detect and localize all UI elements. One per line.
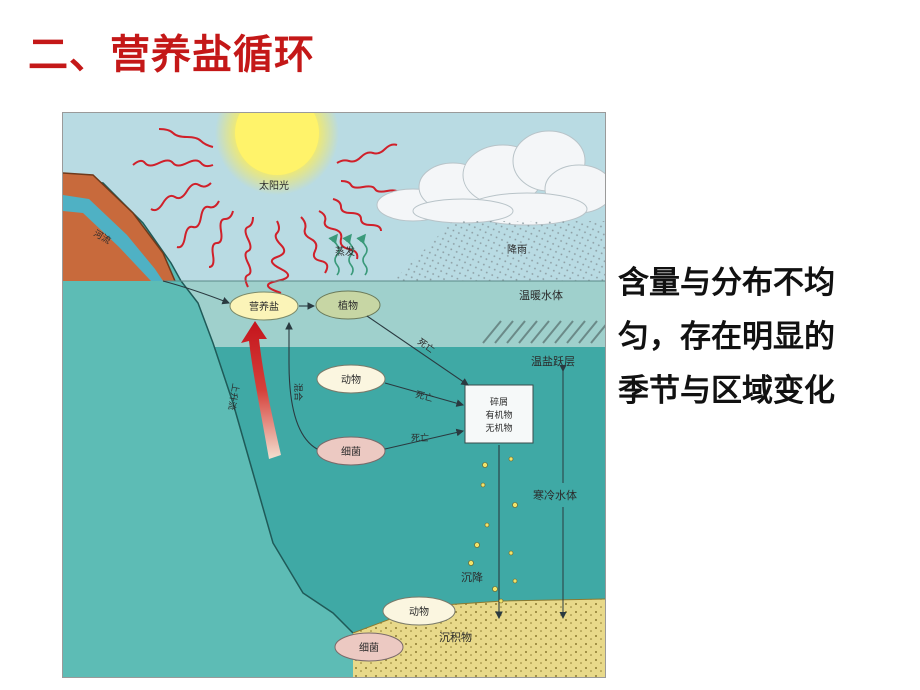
label-thermocline: 温盐跃层 <box>531 354 575 368</box>
side-text-line-2: 匀，存在明显的 <box>618 319 835 355</box>
label-detritus-3: 无机物 <box>485 422 512 434</box>
label-evaporation: 蒸发 <box>335 245 355 258</box>
cloud <box>376 130 605 226</box>
label-death-3: 死亡 <box>411 432 429 444</box>
label-sediment: 沉积物 <box>439 630 472 644</box>
label-sunlight: 太阳光 <box>259 179 289 192</box>
label-sinking: 沉降 <box>461 570 483 584</box>
bottom-animals-node <box>382 596 456 626</box>
sinking-particles <box>468 456 518 604</box>
label-rain: 降雨 <box>507 243 527 256</box>
land <box>63 173 175 281</box>
label-animals-bottom: 动物 <box>409 605 429 618</box>
label-detritus-2: 有机物 <box>485 409 512 421</box>
evaporation-arrows <box>328 233 368 276</box>
river <box>63 195 163 281</box>
bottom-bacteria-node <box>334 632 404 662</box>
label-detritus-1: 碎屑 <box>490 396 508 408</box>
rain <box>393 221 605 281</box>
nutrient-cycle-diagram: 河流 太阳光 降雨 蒸发 温 <box>62 112 606 678</box>
bacteria-node <box>316 436 386 466</box>
flow-arrows <box>162 280 503 620</box>
sun-rays <box>132 128 400 294</box>
label-cold-water: 寒冷水体 <box>533 488 577 502</box>
nutrients-node <box>229 291 299 321</box>
upwelling-arrow <box>241 321 281 459</box>
thermocline-hatch <box>482 320 605 344</box>
detritus-box <box>464 384 534 444</box>
continental-slope <box>63 178 353 677</box>
label-bacteria-bottom: 细菌 <box>359 641 379 654</box>
label-mixing: 混合 <box>292 383 304 401</box>
side-text: 含量与分布不均 匀，存在明显的 季节与区域变化 <box>618 256 918 418</box>
label-warm-water: 温暖水体 <box>519 288 563 302</box>
plants-node <box>315 290 381 320</box>
label-bacteria-mid: 细菌 <box>341 445 361 458</box>
label-animals-top: 动物 <box>341 373 361 386</box>
label-nutrients: 营养盐 <box>249 300 279 313</box>
page-title: 二、营养盐循环 <box>28 32 315 78</box>
side-text-line-3: 季节与区域变化 <box>618 373 835 409</box>
animals-node <box>316 364 386 394</box>
label-plants: 植物 <box>338 299 358 312</box>
side-text-line-1: 含量与分布不均 <box>618 265 835 301</box>
